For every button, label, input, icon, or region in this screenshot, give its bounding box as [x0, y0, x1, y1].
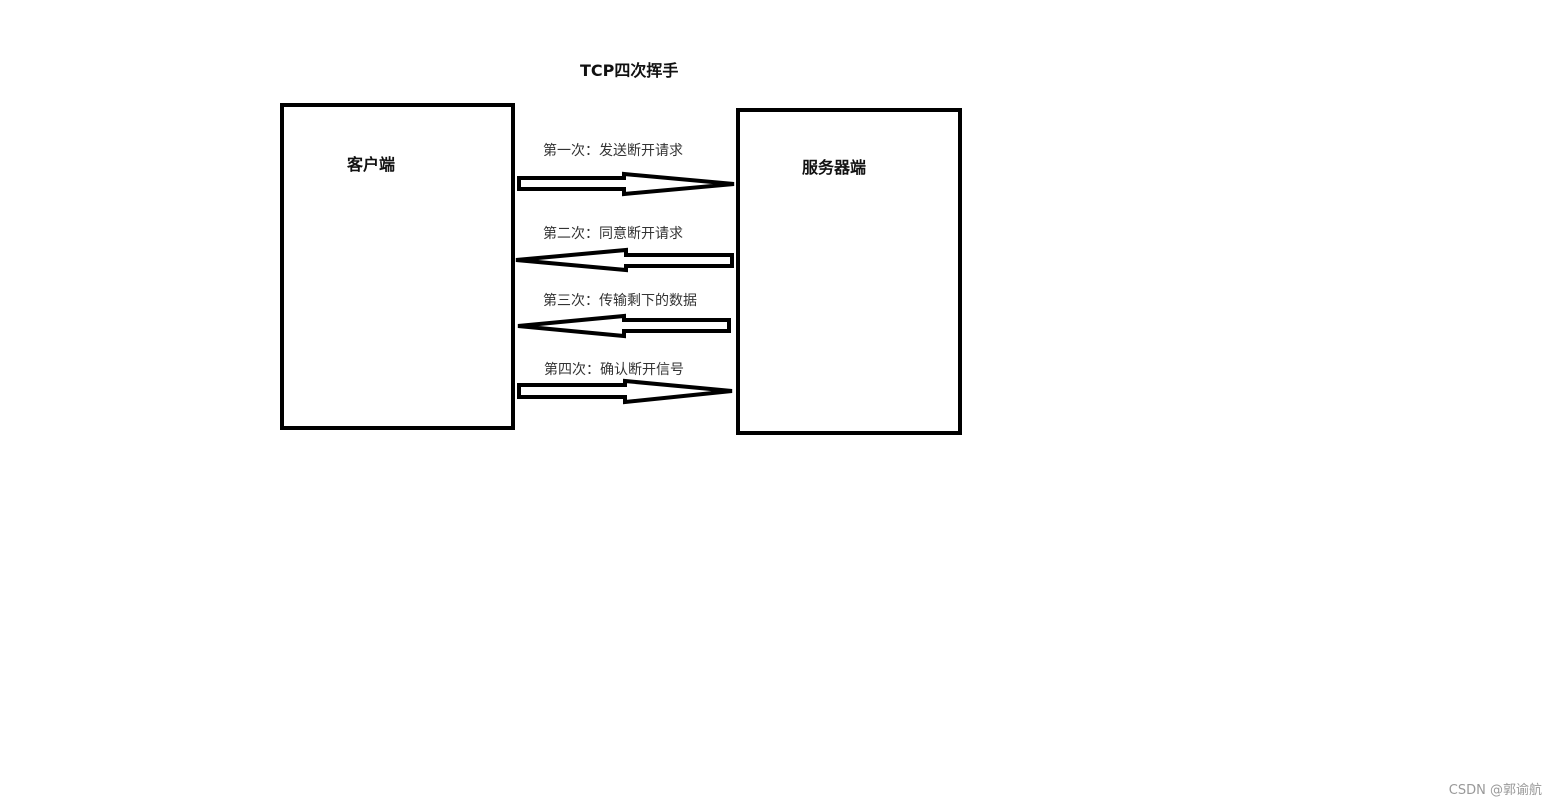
diagram-title: TCP四次挥手: [580, 61, 679, 80]
step-3-arrow: [517, 313, 731, 339]
step-4-arrow: [517, 378, 733, 405]
step-2-label: 第二次：同意断开请求: [543, 226, 683, 242]
step-3-label: 第三次：传输剩下的数据: [543, 293, 697, 309]
client-label: 客户端: [347, 155, 396, 174]
client-box: [280, 103, 515, 430]
step-2-arrow: [515, 247, 734, 273]
step-1-arrow: [517, 171, 735, 197]
server-box: [736, 108, 962, 435]
watermark: CSDN @郭谕航: [1448, 783, 1542, 798]
server-label: 服务器端: [802, 158, 867, 177]
step-4-label: 第四次：确认断开信号: [544, 362, 684, 378]
step-1-label: 第一次：发送断开请求: [543, 143, 683, 159]
